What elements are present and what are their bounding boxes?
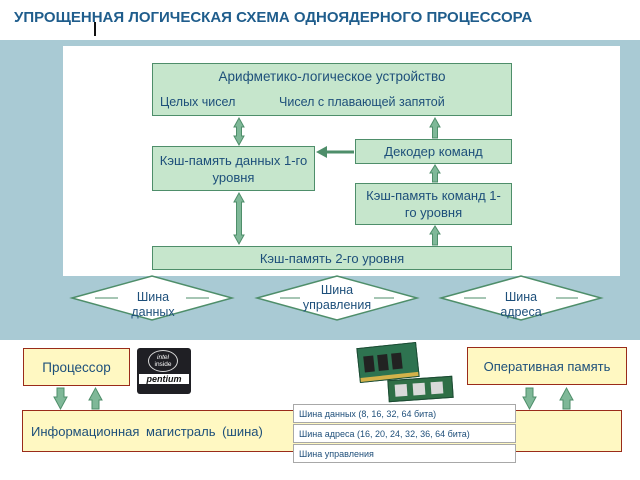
arrow-ram-down (522, 387, 537, 411)
bus-type-control: Шина управления (293, 444, 516, 463)
alu-title: Арифметико-логическое устройство (218, 69, 446, 84)
l1-instruction-cache-label: Кэш-память команд 1-го уровня (366, 188, 501, 220)
arrow-decoder-alu (429, 116, 441, 139)
intel-pentium-chip: intel inside pentium (137, 348, 191, 394)
l2-cache-block: Кэш-память 2-го уровня (152, 246, 512, 270)
instruction-decoder-block: Декодер команд (355, 139, 512, 164)
processor-box: Процессор (23, 348, 130, 386)
arrow-l2-l1instr (429, 225, 441, 246)
alu-int-label: Целых чисел (160, 95, 236, 109)
arrow-decoder-l1data-head (316, 146, 327, 158)
diagram-title: УПРОЩЕННАЯ ЛОГИЧЕСКАЯ СХЕМА ОДНОЯДЕРНОГО… (14, 9, 533, 26)
instruction-decoder-label: Декодер команд (384, 144, 483, 159)
address-bus-diamond (438, 275, 604, 321)
l1-data-cache-label: Кэш-память данных 1-го уровня (159, 152, 308, 185)
bus-diamonds (69, 275, 604, 321)
data-bus-diamond (69, 275, 235, 321)
control-bus-diamond (254, 275, 420, 321)
data-bus-label: Шина данных (131, 290, 175, 319)
title-cursor-mark (94, 22, 96, 36)
bus-type-data: Шина данных (8, 16, 32, 64 бита) (293, 404, 516, 423)
pentium-logo: pentium (139, 374, 189, 384)
alu-block: Арифметико-логическое устройство Целых ч… (152, 63, 512, 116)
processor-label: Процессор (42, 359, 111, 375)
ram-label: Оперативная память (483, 358, 611, 374)
arrow-processor-down (53, 387, 68, 411)
arrow-l1data-l2 (233, 191, 245, 246)
ram-module-image-1 (356, 341, 420, 384)
arrow-processor-up (88, 386, 103, 410)
l2-cache-label: Кэш-память 2-го уровня (259, 250, 405, 266)
intel-logo-line2: inside (154, 361, 172, 368)
ram-box: Оперативная память (467, 347, 627, 385)
l1-instruction-cache-block: Кэш-память команд 1-го уровня (355, 183, 512, 225)
intel-logo-line1: intel (157, 354, 169, 361)
system-bus-arrows (53, 386, 574, 411)
address-bus-label: Шина адреса (500, 290, 542, 319)
arrow-l1instr-decoder (429, 164, 441, 183)
bus-type-address: Шина адреса (16, 20, 24, 32, 36, 64 бита… (293, 424, 516, 443)
alu-float-label: Чисел с плавающей запятой (279, 95, 445, 109)
arrow-ram-up (559, 386, 574, 410)
intel-inside-logo: intel inside (148, 350, 178, 372)
l1-data-cache-block: Кэш-память данных 1-го уровня (152, 146, 315, 191)
system-bus-label: Информационная магистраль (шина) (31, 423, 263, 439)
control-bus-label: Шина управления (302, 283, 372, 312)
cpu-arrows (233, 116, 441, 246)
arrow-alu-l1data (233, 116, 245, 147)
